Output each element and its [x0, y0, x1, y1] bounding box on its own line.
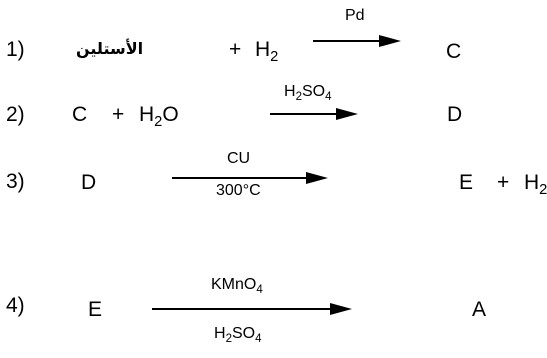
product-label: D [447, 103, 463, 126]
plus-sign: + [497, 171, 510, 194]
product-label: E [459, 171, 474, 194]
product-label: A [472, 298, 487, 321]
reaction-arrow [270, 108, 358, 120]
reaction-number: 1) [6, 38, 25, 61]
oxidant-permanganate: KMnO4 [211, 276, 263, 297]
reagent-water: H2O [139, 103, 179, 131]
reactant-label: D [81, 171, 97, 194]
catalyst-copper: CU [227, 150, 251, 167]
product-label: C [446, 40, 462, 63]
reaction-arrow [172, 172, 328, 184]
catalyst-label: Pd [345, 7, 365, 24]
reaction-number: 3) [6, 170, 25, 193]
reactant-label: E [88, 298, 103, 321]
plus-sign: + [229, 38, 242, 61]
reaction-arrow [152, 303, 352, 315]
reactant-label: C [72, 103, 88, 126]
reagent-hydrogen: H2 [255, 38, 279, 66]
catalyst-sulfuric-acid: H2SO4 [284, 83, 332, 104]
byproduct-hydrogen: H2 [524, 171, 547, 199]
plus-sign: + [112, 103, 125, 126]
acid-sulfuric: H2SO4 [214, 325, 262, 346]
reaction-arrow [313, 35, 401, 47]
reaction-number: 4) [6, 294, 25, 317]
reaction-number: 2) [6, 103, 25, 126]
temperature-label: 300°C [216, 182, 261, 199]
reactant-acetylene: الأستلين [76, 39, 144, 58]
